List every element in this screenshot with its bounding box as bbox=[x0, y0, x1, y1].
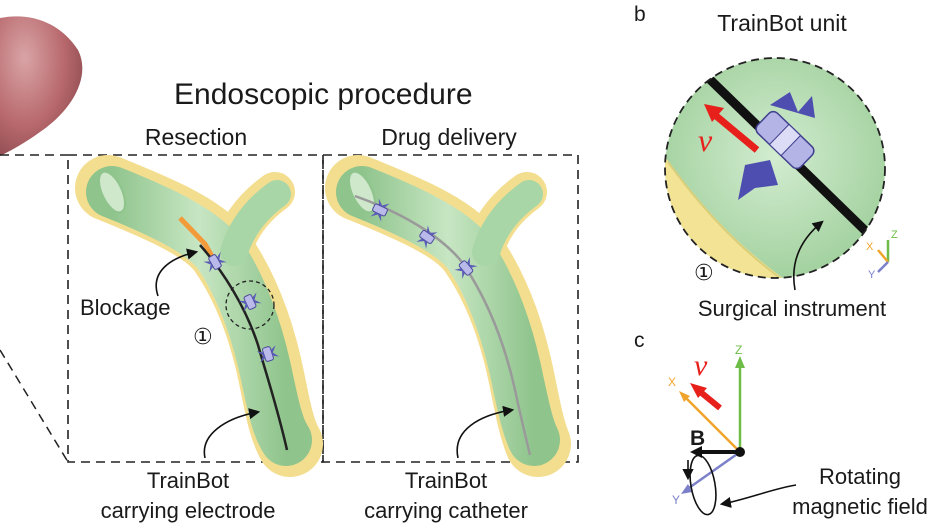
panel-b-title: TrainBot unit bbox=[717, 10, 847, 36]
velocity-arrow-b bbox=[712, 112, 760, 153]
field-caption-line2: magnetic field bbox=[792, 494, 928, 519]
drug-delivery-duct bbox=[325, 155, 571, 477]
velocity-symbol-b: v bbox=[698, 122, 713, 158]
axis-z-c: Z bbox=[735, 343, 743, 357]
panel-b-marker: ① bbox=[694, 260, 714, 285]
blockage-pointer bbox=[155, 248, 199, 297]
axis-y-b: Y bbox=[868, 269, 876, 281]
resection-caption-line2: carrying electrode bbox=[100, 498, 276, 523]
resection-heading: Resection bbox=[144, 124, 248, 150]
procedure-title: Endoscopic procedure bbox=[174, 78, 473, 111]
zoom-region-circle bbox=[225, 280, 275, 330]
axis-z-b: Z bbox=[891, 229, 898, 241]
axis-x-c: X bbox=[668, 375, 677, 389]
field-symbol: B bbox=[690, 427, 706, 450]
organ-shape bbox=[0, 16, 83, 157]
trainbot-unit-zoom bbox=[664, 57, 886, 279]
electrode-wire bbox=[199, 244, 289, 451]
velocity-symbol-c: v bbox=[694, 349, 708, 382]
instrument-pointer bbox=[792, 220, 824, 291]
drug-caption-line2: carrying catheter bbox=[364, 498, 528, 523]
axes-diagram-c bbox=[679, 356, 797, 516]
drug-caption-line1: TrainBot bbox=[404, 468, 488, 493]
blockage-label: Blockage bbox=[80, 295, 171, 320]
zoom-line-bottom bbox=[0, 349, 69, 463]
panel-c-letter: c bbox=[634, 329, 645, 352]
instrument-label: Surgical instrument bbox=[697, 296, 887, 321]
catheter-line bbox=[354, 194, 532, 456]
resection-caption-line1: TrainBot bbox=[146, 468, 230, 493]
axis-x-b: X bbox=[866, 241, 874, 253]
panel-b-letter: b bbox=[634, 3, 646, 26]
drug-delivery-heading: Drug delivery bbox=[381, 124, 517, 150]
drug-delivery-panel-frame bbox=[322, 154, 579, 463]
axes-triad-b bbox=[877, 240, 890, 273]
resection-duct bbox=[75, 155, 323, 477]
axis-y-c: Y bbox=[672, 493, 681, 507]
resection-panel-frame bbox=[67, 154, 324, 463]
resection-marker: ① bbox=[193, 324, 213, 349]
electrode-pointer bbox=[203, 408, 261, 459]
catheter-pointer bbox=[456, 405, 515, 459]
field-caption-line1: Rotating bbox=[819, 464, 901, 489]
